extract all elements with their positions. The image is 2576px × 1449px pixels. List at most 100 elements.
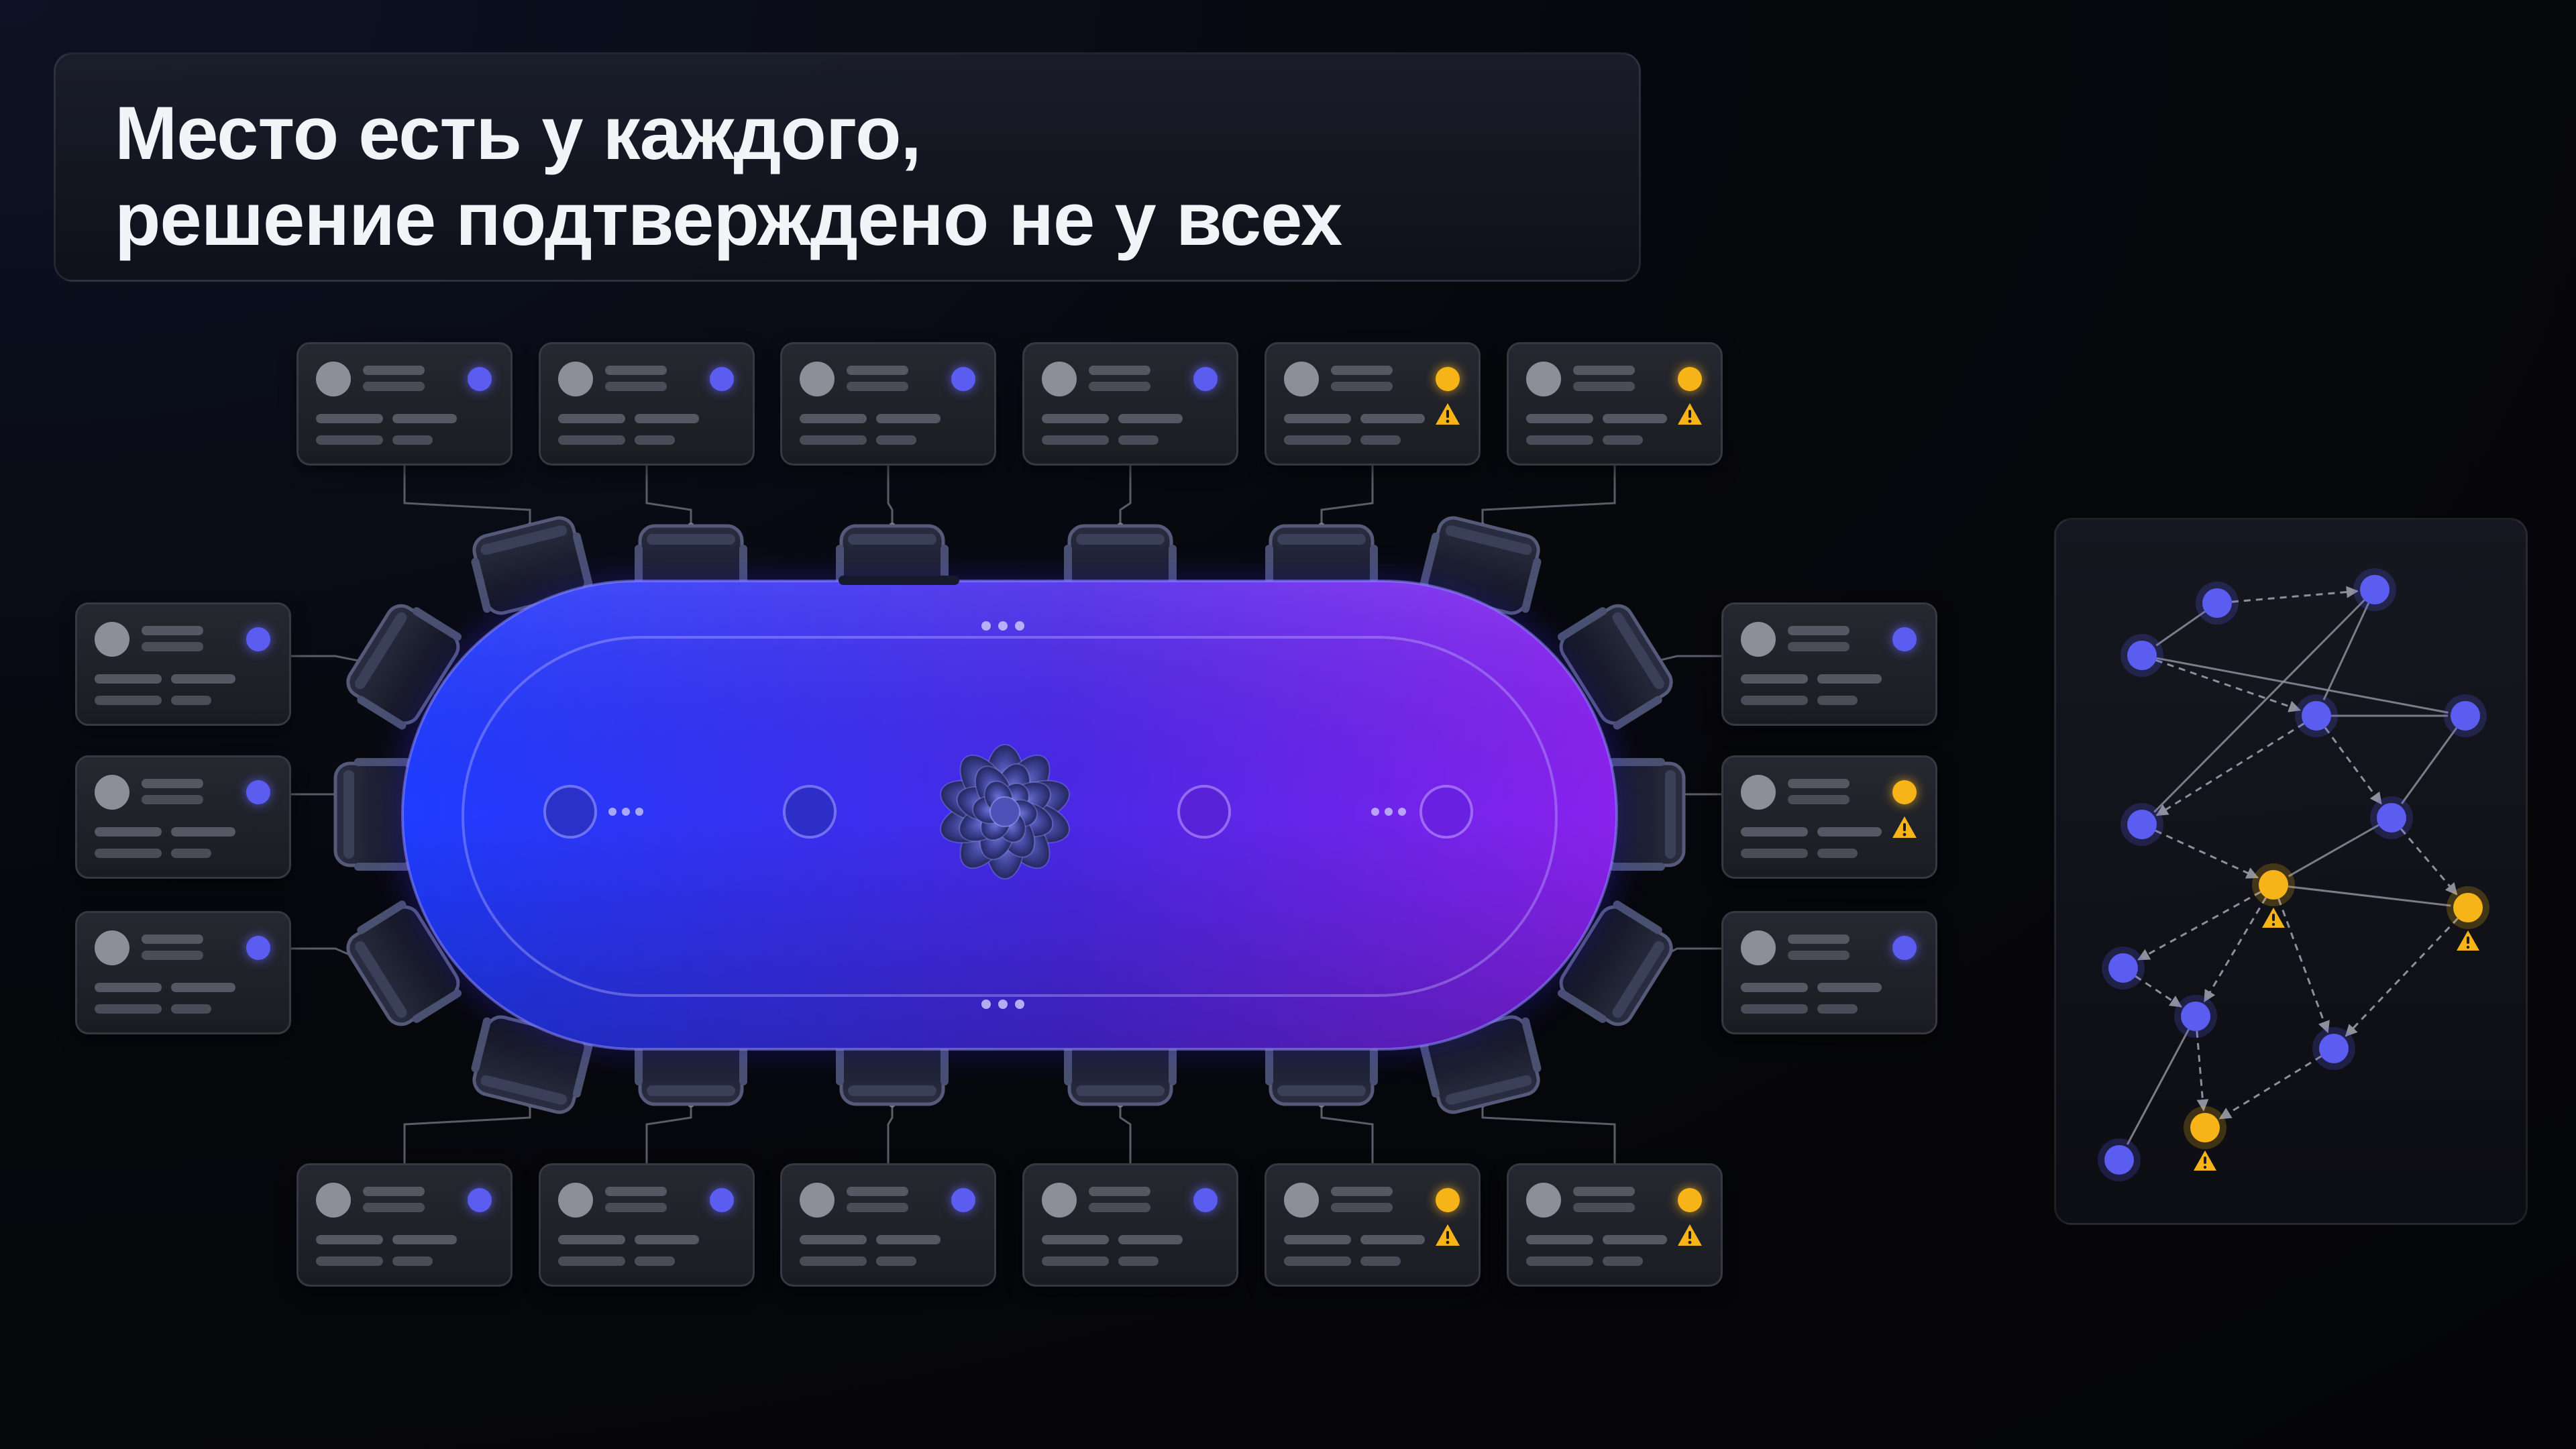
detail-placeholder [1284, 435, 1351, 445]
detail-placeholder [171, 849, 211, 858]
status-dot [468, 1188, 492, 1212]
role-placeholder [847, 1203, 908, 1212]
seat-card-confirmed[interactable] [75, 755, 291, 879]
avatar [316, 1183, 351, 1218]
network-edge [2155, 610, 2206, 647]
network-edge [2155, 722, 2305, 816]
name-placeholder [1788, 779, 1849, 788]
role-placeholder [363, 382, 425, 391]
detail-placeholder [1603, 414, 1667, 423]
connector-line [1119, 1104, 1132, 1163]
detail-placeholder [1817, 849, 1858, 858]
network-node-pending [2453, 893, 2483, 922]
detail-placeholder [800, 1256, 867, 1266]
seat-card-confirmed[interactable] [1022, 1163, 1238, 1287]
detail-placeholder [800, 435, 867, 445]
role-placeholder [1089, 382, 1150, 391]
detail-placeholder [1603, 435, 1643, 445]
detail-placeholder [1603, 1256, 1643, 1266]
network-edges [2126, 586, 2459, 1145]
status-dot [468, 367, 492, 391]
warning-icon [2194, 1150, 2216, 1171]
detail-placeholder [1526, 1235, 1593, 1244]
network-node-confirmed [2127, 810, 2157, 839]
status-dot [710, 367, 734, 391]
status-dot [1678, 367, 1702, 391]
detail-placeholder [1526, 435, 1593, 445]
page-title-line-1: Место есть у каждого, [115, 91, 922, 175]
detail-placeholder [635, 1235, 699, 1244]
detail-placeholder [1360, 414, 1425, 423]
table-dots-right [1371, 808, 1406, 816]
detail-placeholder [95, 696, 162, 705]
seat-card-confirmed[interactable] [1721, 911, 1937, 1034]
detail-placeholder [1042, 414, 1109, 423]
status-dot [246, 780, 270, 804]
seat-card-pending[interactable] [1507, 1163, 1723, 1287]
detail-placeholder [392, 435, 433, 445]
avatar [558, 1183, 593, 1218]
seat-card-confirmed[interactable] [539, 342, 755, 466]
seat-card-pending[interactable] [1265, 342, 1481, 466]
network-edge [2401, 727, 2458, 804]
seat-card-confirmed[interactable] [297, 1163, 513, 1287]
avatar [1284, 1183, 1319, 1218]
seat-card-pending[interactable] [1265, 1163, 1481, 1287]
seat-card-pending[interactable] [1507, 342, 1723, 466]
detail-placeholder [1817, 827, 1882, 837]
chair [333, 758, 417, 871]
detail-placeholder [316, 435, 383, 445]
status-dot [246, 627, 270, 651]
seat-card-confirmed[interactable] [297, 342, 513, 466]
detail-placeholder [558, 1235, 625, 1244]
role-placeholder [1573, 382, 1635, 391]
table-dots-top [981, 621, 1024, 631]
detail-placeholder [1817, 674, 1882, 684]
name-placeholder [142, 934, 203, 944]
name-placeholder [605, 366, 667, 375]
avatar [1042, 1183, 1077, 1218]
warning-icon [1436, 403, 1460, 425]
role-placeholder [847, 382, 908, 391]
status-dot [951, 1188, 975, 1212]
seat-card-confirmed[interactable] [539, 1163, 755, 1287]
seat-card-confirmed[interactable] [75, 602, 291, 726]
table-inner-track [462, 636, 1558, 997]
connector-line [1320, 466, 1374, 526]
detail-placeholder [1741, 696, 1808, 705]
detail-placeholder [1817, 983, 1882, 992]
detail-placeholder [95, 1004, 162, 1014]
name-placeholder [363, 1187, 425, 1196]
conference-table [398, 576, 1621, 1051]
detail-placeholder [1360, 1256, 1401, 1266]
detail-placeholder [1360, 435, 1401, 445]
seat-card-confirmed[interactable] [1721, 602, 1937, 726]
detail-placeholder [1603, 1235, 1667, 1244]
seat-card-confirmed[interactable] [780, 342, 996, 466]
network-edge [2231, 586, 2359, 603]
status-dot [1678, 1188, 1702, 1212]
avatar [95, 930, 129, 965]
connector-line [1481, 466, 1616, 526]
avatar [1526, 362, 1561, 396]
detail-placeholder [1284, 414, 1351, 423]
network-graph [2098, 568, 2489, 1181]
seat-card-confirmed[interactable] [780, 1163, 996, 1287]
seat-card-pending[interactable] [1721, 755, 1937, 879]
detail-placeholder [316, 414, 383, 423]
role-placeholder [363, 1203, 425, 1212]
detail-placeholder [171, 674, 235, 684]
status-dot [1892, 627, 1917, 651]
network-edge [2400, 828, 2458, 896]
chair [1557, 604, 1673, 730]
seat-card-confirmed[interactable] [75, 911, 291, 1034]
detail-placeholder [876, 1235, 941, 1244]
name-placeholder [363, 366, 425, 375]
warning-icon [2262, 908, 2285, 928]
network-edge [2196, 1030, 2209, 1112]
detail-placeholder [1526, 414, 1593, 423]
chair [1603, 758, 1686, 871]
network-node-pending [2259, 870, 2288, 900]
name-placeholder [1331, 366, 1393, 375]
seat-card-confirmed[interactable] [1022, 342, 1238, 466]
